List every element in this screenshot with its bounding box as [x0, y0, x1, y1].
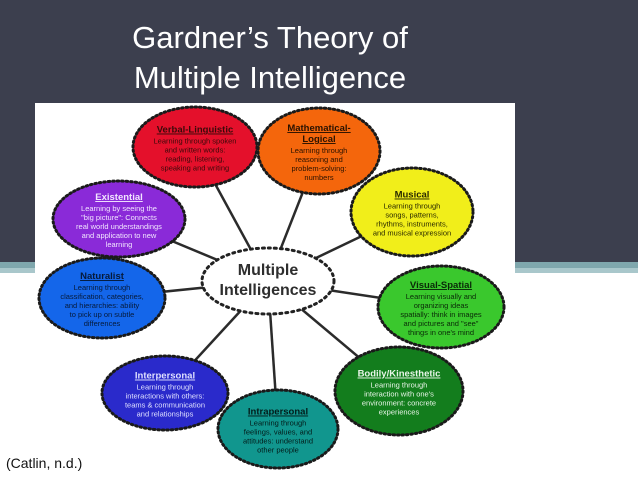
- node-desc-bodily: environment: concrete: [362, 399, 436, 408]
- node-title-visual: Visual-Spatial: [410, 280, 472, 291]
- node-desc-musical: Learning through: [384, 202, 441, 211]
- node-desc-verbal: and written words:: [165, 146, 226, 155]
- center-label-line-2: Intelligences: [220, 282, 317, 299]
- node-ellipse-inter: [100, 354, 230, 432]
- node-ellipse-naturalist: [37, 256, 167, 340]
- node-desc-intra: attitudes: understand: [243, 437, 313, 446]
- node-ellipse-bodily: [333, 345, 465, 437]
- node-desc-inter: teams & communication: [125, 401, 205, 410]
- node-title-bodily: Bodily/Kinesthetic: [358, 369, 441, 380]
- node-ellipse-intra: [216, 388, 340, 470]
- center-ellipse: [200, 246, 336, 316]
- node-desc-intra: other people: [257, 446, 299, 455]
- node-title-math: Mathematical-: [287, 123, 350, 134]
- node-desc-naturalist: and hierarchies: ability: [65, 301, 140, 310]
- node-desc-intra: feelings, values, and: [244, 428, 312, 437]
- node-ellipse-visual: [376, 264, 506, 350]
- node-desc-existential: Learning by seeing the: [81, 204, 157, 213]
- slide-title: Gardner’s Theory of Multiple Intelligenc…: [60, 18, 480, 98]
- node-desc-visual: things in one's mind: [408, 328, 474, 337]
- node-desc-math: numbers: [304, 173, 333, 182]
- node-desc-verbal: Learning through spoken: [154, 137, 237, 146]
- center-label-line-1: Multiple: [238, 262, 299, 279]
- center-node: Multiple Intelligences: [200, 246, 336, 316]
- node-title-intra: Intrapersonal: [248, 407, 308, 418]
- node-desc-naturalist: Learning through: [74, 283, 131, 292]
- node-ellipse-math: [256, 106, 382, 196]
- node-title-existential: Existential: [95, 192, 143, 203]
- node-desc-visual: organizing ideas: [414, 301, 469, 310]
- node-desc-visual: and pictures and "see": [404, 319, 479, 328]
- node-title-2-math: Logical: [302, 134, 335, 145]
- node-title-verbal: Verbal-Linguistic: [157, 125, 234, 136]
- node-desc-naturalist: differences: [84, 319, 121, 328]
- node-desc-musical: rhythms, instruments,: [376, 220, 448, 229]
- node-desc-inter: and relationships: [137, 410, 194, 419]
- node-desc-math: Learning through: [291, 146, 348, 155]
- node-desc-existential: learning: [106, 240, 133, 249]
- node-desc-inter: Learning through: [137, 383, 194, 392]
- node-ellipse-musical: [349, 166, 475, 258]
- node-desc-bodily: experiences: [379, 408, 420, 417]
- node-desc-intra: Learning through: [250, 419, 307, 428]
- node-ellipse-existential: [51, 179, 187, 259]
- citation: (Catlin, n.d.): [6, 455, 83, 471]
- node-desc-existential: "big picture": Connects: [81, 213, 157, 222]
- node-desc-naturalist: classification, categories,: [60, 292, 143, 301]
- node-desc-naturalist: to pick up on subtle: [70, 310, 135, 319]
- slide-title-line-1: Gardner’s Theory of: [132, 20, 408, 55]
- node-desc-inter: interactions with others:: [126, 392, 205, 401]
- node-desc-musical: and musical expression: [373, 229, 451, 238]
- node-desc-bodily: interaction with one's: [364, 390, 434, 399]
- node-desc-visual: Learning visually and: [406, 292, 476, 301]
- node-desc-math: reasoning and: [295, 155, 343, 164]
- node-title-naturalist: Naturalist: [80, 271, 125, 282]
- node-desc-visual: spatially: think in images: [400, 310, 482, 319]
- slide-title-line-2: Multiple Intelligence: [133, 60, 407, 95]
- node-desc-bodily: Learning through: [371, 381, 428, 390]
- node-title-inter: Interpersonal: [135, 371, 195, 382]
- node-desc-verbal: reading, listening,: [166, 155, 225, 164]
- node-desc-verbal: speaking and writing: [161, 164, 229, 173]
- node-desc-math: problem-solving:: [291, 164, 346, 173]
- node-desc-existential: real world understandings: [76, 222, 162, 231]
- node-desc-musical: songs, patterns,: [385, 211, 438, 220]
- node-desc-existential: and application to new: [82, 231, 157, 240]
- node-title-musical: Musical: [395, 190, 430, 201]
